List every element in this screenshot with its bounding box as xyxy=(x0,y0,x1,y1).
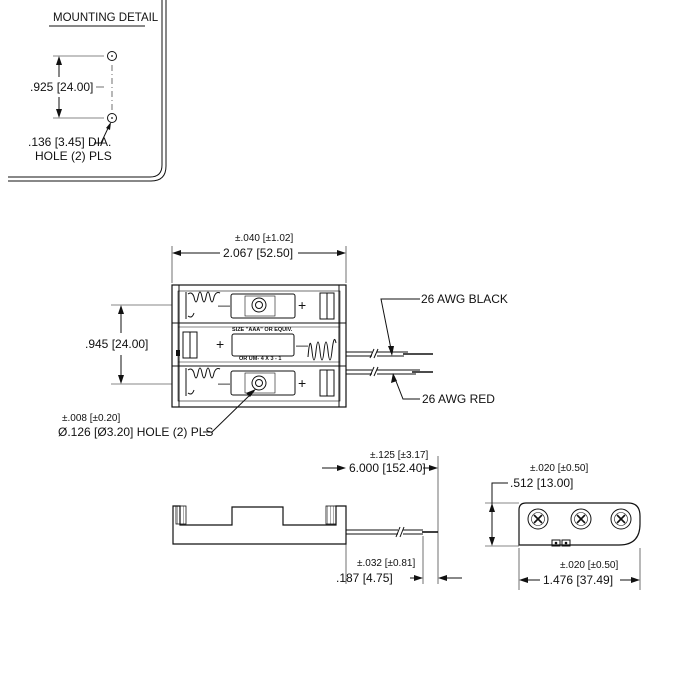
mounting-hole-count-label: HOLE (2) PLS xyxy=(35,149,112,163)
top-hole-label: Ø.126 [Ø3.20] HOLE (2) PLS xyxy=(58,425,213,439)
lead-length-label: 6.000 [152.40] xyxy=(349,461,426,475)
cell-label-2: OR UM- 4 X 3 - 1 xyxy=(239,356,281,362)
end-width-label: 1.476 [37.49] xyxy=(543,573,613,587)
mounting-hole-top xyxy=(107,51,117,61)
lead-wires: 26 AWG BLACK 26 AWG RED xyxy=(346,292,508,406)
battery-cell-3: — + xyxy=(185,367,335,397)
top-hole-tolerance: ±.008 [±0.20] xyxy=(62,413,120,424)
screw-head-2 xyxy=(570,508,592,530)
lead-length-tolerance: ±.125 [±3.17] xyxy=(370,450,428,461)
svg-text:+: + xyxy=(216,336,224,352)
mounting-detail-frame xyxy=(8,0,163,178)
svg-text:—: — xyxy=(218,376,230,390)
svg-text:+: + xyxy=(298,375,306,391)
holder-body-side xyxy=(172,505,347,545)
screw-head-3 xyxy=(610,508,632,530)
strip-length-tolerance: ±.032 [±0.81] xyxy=(357,558,415,569)
top-view: ±.040 [±1.02] 2.067 [52.50] .945 [24.00]… xyxy=(58,233,508,439)
mounting-hole-label: .136 [3.45] DIA. xyxy=(28,135,111,149)
side-view: ±.125 [±3.17] 6.000 [152.40] ±.032 [±0.8… xyxy=(172,450,462,585)
battery-cell-1: — + xyxy=(185,291,335,320)
svg-text:—: — xyxy=(296,338,308,352)
end-height-label: .512 [13.00] xyxy=(510,476,573,490)
end-view: ±.020 [±0.50] .512 [13.00] ±.020 [±0.50]… xyxy=(485,463,641,590)
battery-cell-2: + SIZE "AAA" OR EQUIV. OR UM- 4 X 3 - 1 … xyxy=(182,327,337,362)
mounting-detail-title: MOUNTING DETAIL xyxy=(53,12,159,24)
mounting-detail: MOUNTING DETAIL .925 [24.00] .136 [3.45]… xyxy=(8,0,167,182)
end-height-tolerance: ±.020 [±0.50] xyxy=(530,463,588,474)
svg-text:+: + xyxy=(298,297,306,313)
top-width-tolerance: ±.040 [±1.02] xyxy=(235,233,293,244)
wire-red-label: 26 AWG RED xyxy=(422,392,495,406)
svg-text:—: — xyxy=(218,298,230,312)
cell-label-1: SIZE "AAA" OR EQUIV. xyxy=(232,327,293,333)
top-height-label: .945 [24.00] xyxy=(85,337,148,351)
end-width-tolerance: ±.020 [±0.50] xyxy=(560,560,618,571)
strip-length-label: .187 [4.75] xyxy=(336,571,393,585)
wire-black-label: 26 AWG BLACK xyxy=(421,292,508,306)
holder-body-end xyxy=(518,502,641,546)
screw-head-1 xyxy=(527,508,549,530)
mounting-spacing-label: .925 [24.00] xyxy=(30,80,93,94)
mounting-hole-bottom xyxy=(107,113,117,123)
top-width-label: 2.067 [52.50] xyxy=(223,246,293,260)
